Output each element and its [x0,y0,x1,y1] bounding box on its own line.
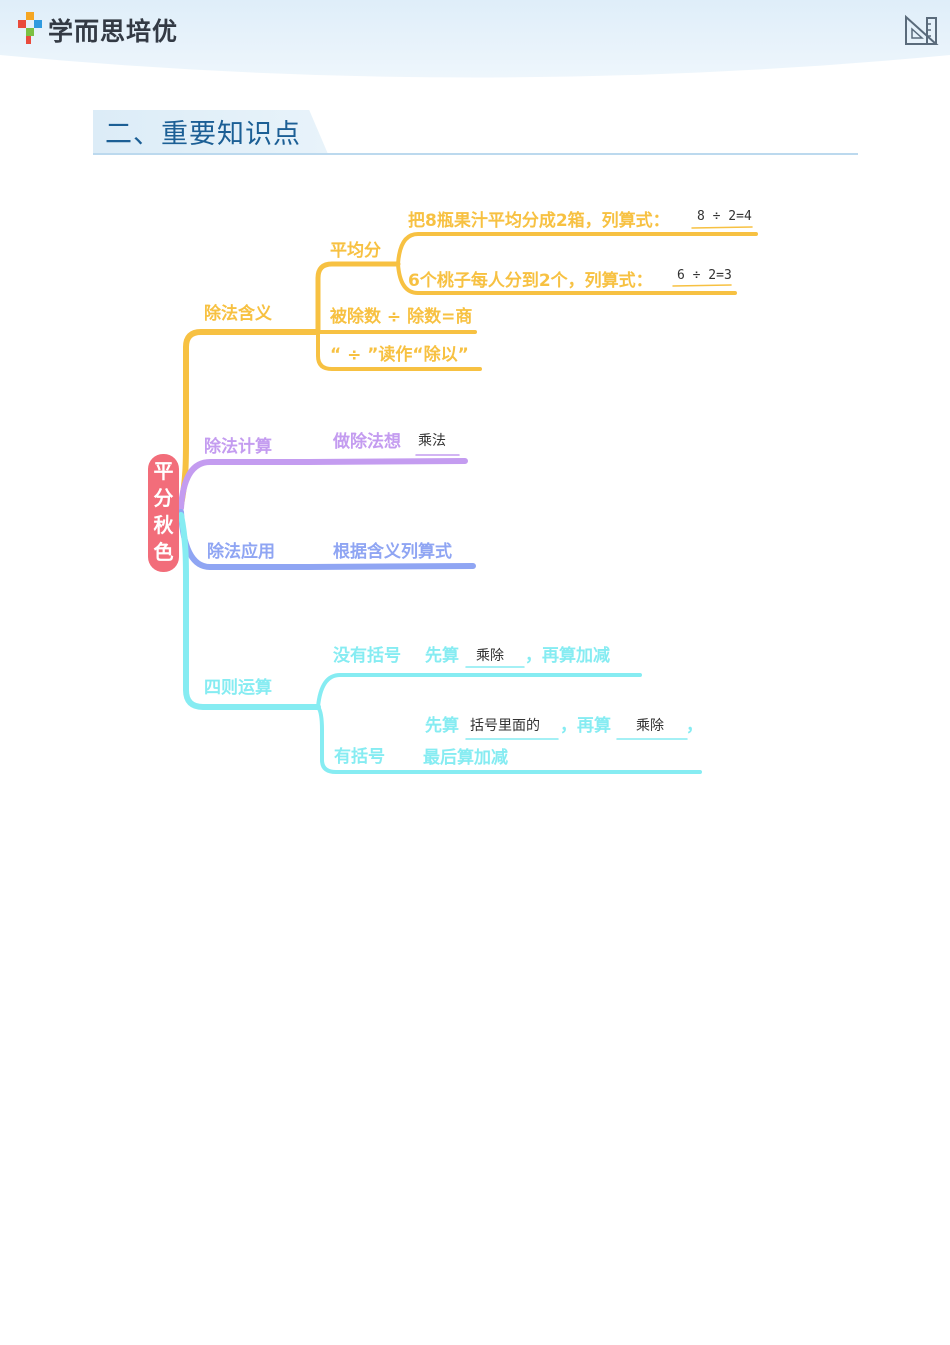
connector-meaning-reading [316,330,482,371]
header-banner [0,0,950,78]
connector-equal-share-example2 [396,262,737,295]
node-apply-rule: 根据含义列算式 [333,542,452,562]
ruler-triangle-icon [905,14,939,45]
answer-think: 乘法 [418,433,446,449]
mindmap-root-label: 平分秋色 [153,459,174,564]
node-example2: 6个桃子每人分到2个，列算式： [408,271,653,291]
node-reading: “ ÷ ”读作“除以” [330,345,469,365]
answer-example1: 8 ÷ 2=4 [697,209,752,224]
node-think: 做除法想 [333,432,401,452]
node-formula: 被除数 ÷ 除数=商 [330,307,473,327]
mindmap-root [148,454,179,572]
node-with-paren-comma: ， [686,716,703,736]
section-title: 二、重要知识点 [105,119,301,150]
connector-root-calc [178,458,468,511]
node-equal-share: 平均分 [330,241,381,261]
connector-root-mixed [178,512,321,710]
answer-with-paren-first: 括号里面的 [470,718,540,734]
connector-mixed-with-paren [316,705,702,774]
node-with-paren-last: 最后算加减 [423,748,508,768]
branch-apply-label: 除法应用 [207,542,275,562]
node-example1: 把8瓶果汁平均分成2箱，列算式： [408,211,670,231]
connector-root-meaning [178,329,321,508]
node-no-paren-first: 先算 [425,646,459,666]
section-title-background [93,110,328,154]
answer-with-paren-then: 乘除 [636,718,664,734]
brand-name: 学而思培优 [48,17,179,46]
node-no-paren: 没有括号 [333,646,401,666]
answer-no-paren-first: 乘除 [476,648,504,664]
node-with-paren-first: 先算 [425,716,459,736]
xueersi-logo-icon [18,12,42,44]
node-with-paren: 有括号 [334,747,385,767]
connector-meaning-equal-share [315,261,401,335]
answer-example2: 6 ÷ 2=3 [677,268,732,283]
node-no-paren-then: ，再算加减 [525,646,610,666]
section-divider [93,153,858,155]
node-with-paren-then: ，再算 [560,716,611,736]
branch-meaning-label: 除法含义 [204,304,272,324]
branch-mixed-label: 四则运算 [204,678,272,698]
branch-calc-label: 除法计算 [204,437,272,457]
connector-mixed-no-paren [316,673,642,709]
connector-equal-share-example1 [396,232,758,266]
